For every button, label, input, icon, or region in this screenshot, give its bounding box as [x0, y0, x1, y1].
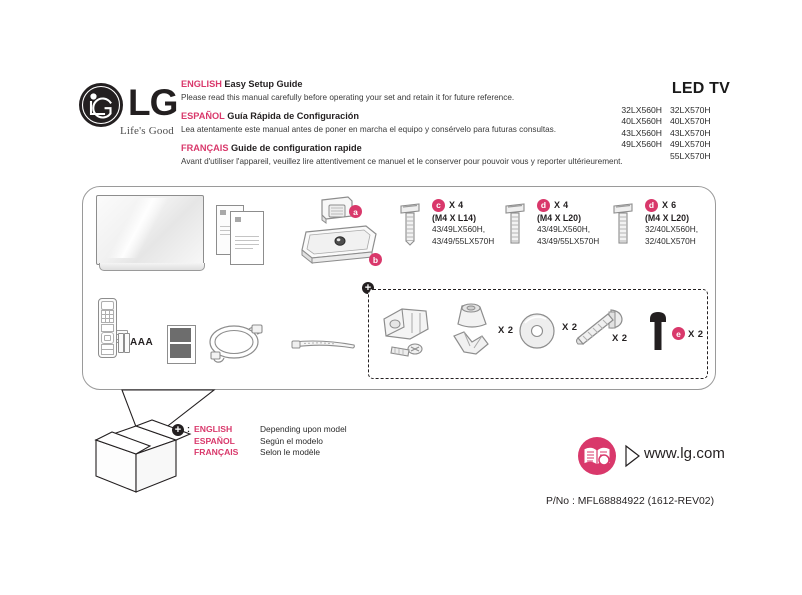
battery-label: AAA — [130, 337, 154, 348]
box-note-desc: Depending upon model — [260, 424, 347, 434]
product-category-title: LED TV — [671, 80, 730, 97]
model-column-right: 32LX570H 40LX570H 43LX570H 49LX570H 55LX… — [670, 105, 730, 162]
language-title-english: ENGLISH Easy Setup Guide — [181, 78, 641, 90]
box-note-plus-icon: + — [172, 424, 184, 436]
cone-nut-and-wing-nut-icon — [450, 302, 494, 360]
box-note-desc: Según el modelo — [260, 435, 323, 446]
language-heading-french: Guide de configuration rapide — [231, 143, 362, 153]
part-label-a-text: a — [353, 206, 358, 217]
box-note: + : ENGLISH ESPAÑOL FRANÇAIS Depending u… — [172, 424, 366, 464]
model-item: 43LX560H — [621, 127, 662, 138]
language-body-french: Avant d'utiliser l'appareil, veuillez li… — [181, 156, 623, 166]
aaa-battery-icon — [118, 333, 130, 353]
language-heading-english: Easy Setup Guide — [224, 79, 303, 89]
screw-badge-d6-text: d — [648, 200, 655, 210]
stand-base-icon — [300, 224, 378, 265]
screw-badge-d4-text: d — [540, 200, 547, 210]
manual-search-icon — [578, 437, 616, 475]
remote-control-icon — [98, 298, 117, 358]
tv-panel-icon — [96, 195, 206, 273]
manual-documents-icon — [216, 205, 272, 267]
screw-badge-d4: d — [537, 198, 550, 212]
model-item: 40LX570H — [670, 116, 711, 127]
language-name-french: FRANÇAIS — [181, 143, 229, 153]
wall-mount-plus-text: + — [364, 281, 372, 294]
box-note-plus-text: + — [174, 423, 182, 436]
language-block-spanish: ESPAÑOL Guía Rápida de Configuración Lea… — [181, 110, 641, 135]
open-carton-icon — [92, 418, 202, 498]
box-note-lang: FRANÇAIS — [194, 447, 239, 458]
website-url[interactable]: www.lg.com — [644, 445, 726, 462]
bracket-and-screw-icon — [382, 303, 434, 361]
stand-neck-icon — [318, 196, 358, 224]
cable-tie-icon — [288, 338, 358, 352]
screw-models-line: 43/49LX560H, — [432, 224, 486, 234]
part-label-e-text: e — [676, 328, 681, 339]
lg-logo: LG Life's Good — [78, 82, 186, 142]
lg-wordmark: LG — [128, 82, 178, 123]
screw-icon — [400, 202, 420, 248]
wall-mount-quantity: X 2 — [498, 325, 514, 336]
screw-badge-c: c — [432, 198, 445, 212]
website-link[interactable]: www.lg.com — [578, 437, 728, 477]
model-item: 32LX560H — [621, 105, 662, 115]
language-body-english: Please read this manual carefully before… — [181, 92, 515, 102]
box-note-desc: Selon le modèle — [260, 447, 321, 458]
model-column-left: 32LX560H 40LX560H 43LX560H 49LX560H — [600, 105, 662, 151]
model-item: 32LX570H — [670, 105, 711, 115]
language-block-english: ENGLISH Easy Setup Guide Please read thi… — [181, 78, 641, 103]
part-label-e: e — [672, 327, 685, 340]
model-item: 49LX570H — [670, 139, 711, 150]
lg-tagline: Life's Good — [120, 125, 174, 137]
language-heading-spanish: Guía Rápida de Configuración — [227, 111, 359, 121]
box-note-colon: : — [187, 424, 190, 434]
language-name-english: ENGLISH — [181, 79, 222, 89]
box-note-lang: ESPAÑOL — [194, 435, 235, 446]
wall-mount-quantity: X 2 — [612, 333, 628, 344]
language-block-french: FRANÇAIS Guide de configuration rapide A… — [181, 142, 641, 167]
screw-spec-c: (M4 X L14) — [432, 213, 476, 223]
play-triangle-icon — [624, 444, 640, 468]
screw-quantity-c: X 4 — [449, 200, 464, 210]
screw-spec-d6: (M4 X L20) — [645, 213, 689, 223]
screw-icon — [613, 202, 633, 248]
wall-mount-quantity: X 2 — [562, 322, 578, 333]
language-name-spanish: ESPAÑOL — [181, 111, 225, 121]
language-title-french: FRANÇAIS Guide de configuration rapide — [181, 142, 641, 154]
screw-badge-d6: d — [645, 198, 658, 212]
language-title-spanish: ESPAÑOL Guía Rápida de Configuración — [181, 110, 641, 122]
part-number: P/No : MFL68884922 (1612-REV02) — [545, 496, 715, 507]
model-item: 40LX560H — [621, 116, 662, 127]
power-cord-icon — [205, 320, 267, 364]
box-note-lang: ENGLISH — [194, 424, 233, 434]
wall-mount-quantity: X 2 — [688, 329, 704, 340]
screw-quantity-d4: X 4 — [554, 200, 569, 210]
screw-icon — [505, 202, 525, 248]
header: LG Life's Good ENGLISH Easy Setup Guide … — [78, 78, 728, 173]
screw-models-line: 43/49LX560H, — [537, 224, 591, 234]
screw-badge-c-text: c — [436, 200, 441, 210]
screw-models-line: 32/40LX560H, — [645, 224, 699, 234]
bolt-icon — [575, 308, 627, 354]
language-body-spanish: Lea atentamente este manual antes de pon… — [181, 124, 557, 134]
lg-smile-logo-icon — [78, 82, 124, 128]
screw-models-line: 43/49/55LX570H — [432, 235, 495, 246]
screw-models-line: 32/40LX570H — [645, 235, 696, 246]
model-item: 49LX560H — [621, 139, 662, 150]
part-label-b-text: b — [372, 254, 379, 265]
screw-quantity-d6: X 6 — [662, 200, 677, 210]
accessory-block-icon — [167, 325, 196, 364]
model-item: 55LX570H — [670, 150, 711, 161]
washer-icon — [518, 312, 556, 350]
black-bolt-icon — [648, 312, 668, 352]
part-label-b: b — [369, 253, 382, 266]
model-item: 43LX570H — [670, 127, 711, 138]
screw-spec-d4: (M4 X L20) — [537, 213, 581, 223]
screw-models-line: 43/49/55LX570H — [537, 235, 600, 246]
part-label-a: a — [349, 205, 362, 218]
